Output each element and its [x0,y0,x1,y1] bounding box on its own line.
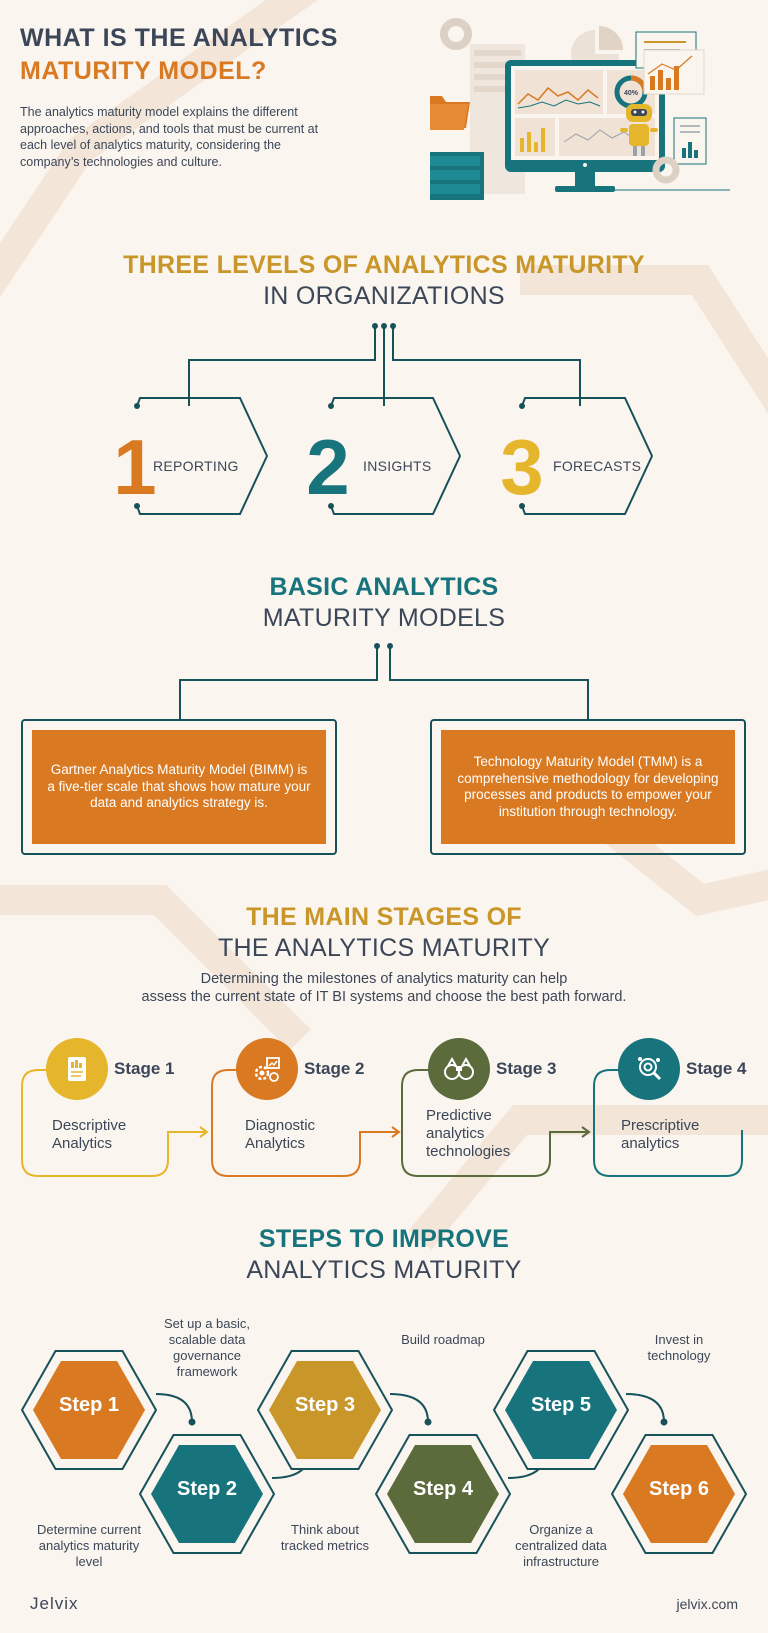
step-1-hexagon [20,1350,158,1470]
page-title: WHAT IS THE ANALYTICS MATURITY MODEL? [20,22,338,88]
step-1-label: Step 1 [58,1394,120,1416]
page-title-line1: WHAT IS THE ANALYTICS [20,24,338,52]
step-6-hexagon [610,1434,748,1554]
levels-title: THREE LEVELS OF ANALYTICS MATURITY IN OR… [0,250,768,312]
page-title-line2: MATURITY MODEL? [20,57,267,85]
levels-title-line1: THREE LEVELS OF ANALYTICS MATURITY [123,251,645,279]
models-connector-diagram [21,643,746,855]
stage-4-icon-circle [618,1038,680,1100]
footer-brand: Jelvix [30,1594,79,1613]
step-4-hexagon [374,1434,512,1554]
stages-flow-diagram [21,1069,743,1177]
report-document-icon [68,1057,86,1081]
illustration-badge: 40% [624,90,639,97]
footer-url[interactable]: jelvix.com [676,1596,738,1612]
step-2-hexagon [138,1434,276,1554]
diagnostic-gear-chart-icon [254,1057,280,1082]
step-5-label: Step 5 [530,1394,592,1416]
level-3-number: 3 [500,423,544,511]
steps-title-line2: ANALYTICS MATURITY [246,1256,522,1284]
step-4-text: Build roadmap [401,1332,485,1347]
target-magnifier-icon [638,1057,662,1081]
models-title: BASIC ANALYTICS MATURITY MODELS [0,572,768,634]
steps-title-line1: STEPS TO IMPROVE [258,1225,510,1253]
stage-2-label: Stage 2 [304,1059,365,1078]
stages-description: Determining the milestones of analytics … [0,970,768,1006]
gartner-model-card: Gartner Analytics Maturity Model (BIMM) … [32,730,326,844]
models-title-line1: BASIC ANALYTICS [269,573,499,601]
stages-description-line1: Determining the milestones of analytics … [200,971,568,987]
stages-title-line2: THE ANALYTICS MATURITY [217,934,551,962]
stages-title: THE MAIN STAGES OF THE ANALYTICS MATURIT… [0,902,768,964]
step-4-label: Step 4 [412,1478,474,1500]
step-5-hexagon [492,1350,630,1470]
step-3-hexagon [256,1350,394,1470]
stage-2-icon-circle [236,1038,298,1100]
tmm-model-card: Technology Maturity Model (TMM) is a com… [441,730,735,844]
stages-description-line2: assess the current state of IT BI system… [141,989,627,1005]
steps-title: STEPS TO IMPROVE ANALYTICS MATURITY [0,1224,768,1286]
stage-1-icon-circle [46,1038,108,1100]
stage-1-desc: Descriptive Analytics [52,1117,127,1152]
steps-hexagon-diagram [20,1350,748,1554]
step-6-label: Step 6 [648,1478,710,1500]
analytics-dashboard-illustration: 40% [430,18,730,200]
stage-4-label: Stage 4 [686,1059,747,1078]
levels-title-line2: IN ORGANIZATIONS [263,282,505,310]
level-1-number: 1 [113,423,157,511]
step-6-text: Invest in technology [647,1332,711,1363]
stage-3-icon-circle [428,1038,490,1100]
models-title-line2: MATURITY MODELS [262,604,506,632]
step-2-text: Set up a basic, scalable data governance… [164,1316,250,1379]
level-2-number: 2 [306,423,350,511]
levels-connector-diagram [134,323,654,515]
stages-title-line1: THE MAIN STAGES OF [246,903,522,931]
level-3-label: FORECASTS [553,458,642,474]
step-3-text: Think about tracked metrics [280,1522,370,1553]
intro-paragraph: The analytics maturity model explains th… [20,105,319,169]
level-2-label: INSIGHTS [363,458,432,474]
step-3-label: Step 3 [294,1394,356,1416]
stage-1-label: Stage 1 [114,1059,175,1078]
level-1-label: REPORTING [153,458,239,474]
stage-2-desc: Diagnostic Analytics [245,1117,316,1152]
step-2-label: Step 2 [176,1478,238,1500]
binoculars-icon [444,1056,474,1080]
stage-3-label: Stage 3 [496,1059,557,1078]
stage-3-desc: Predictive analytics technologies [426,1107,511,1160]
step-1-text: Determine current analytics maturity lev… [36,1522,142,1569]
stage-4-desc: Prescriptive analytics [621,1117,700,1152]
step-5-text: Organize a centralized data infrastructu… [515,1522,607,1569]
